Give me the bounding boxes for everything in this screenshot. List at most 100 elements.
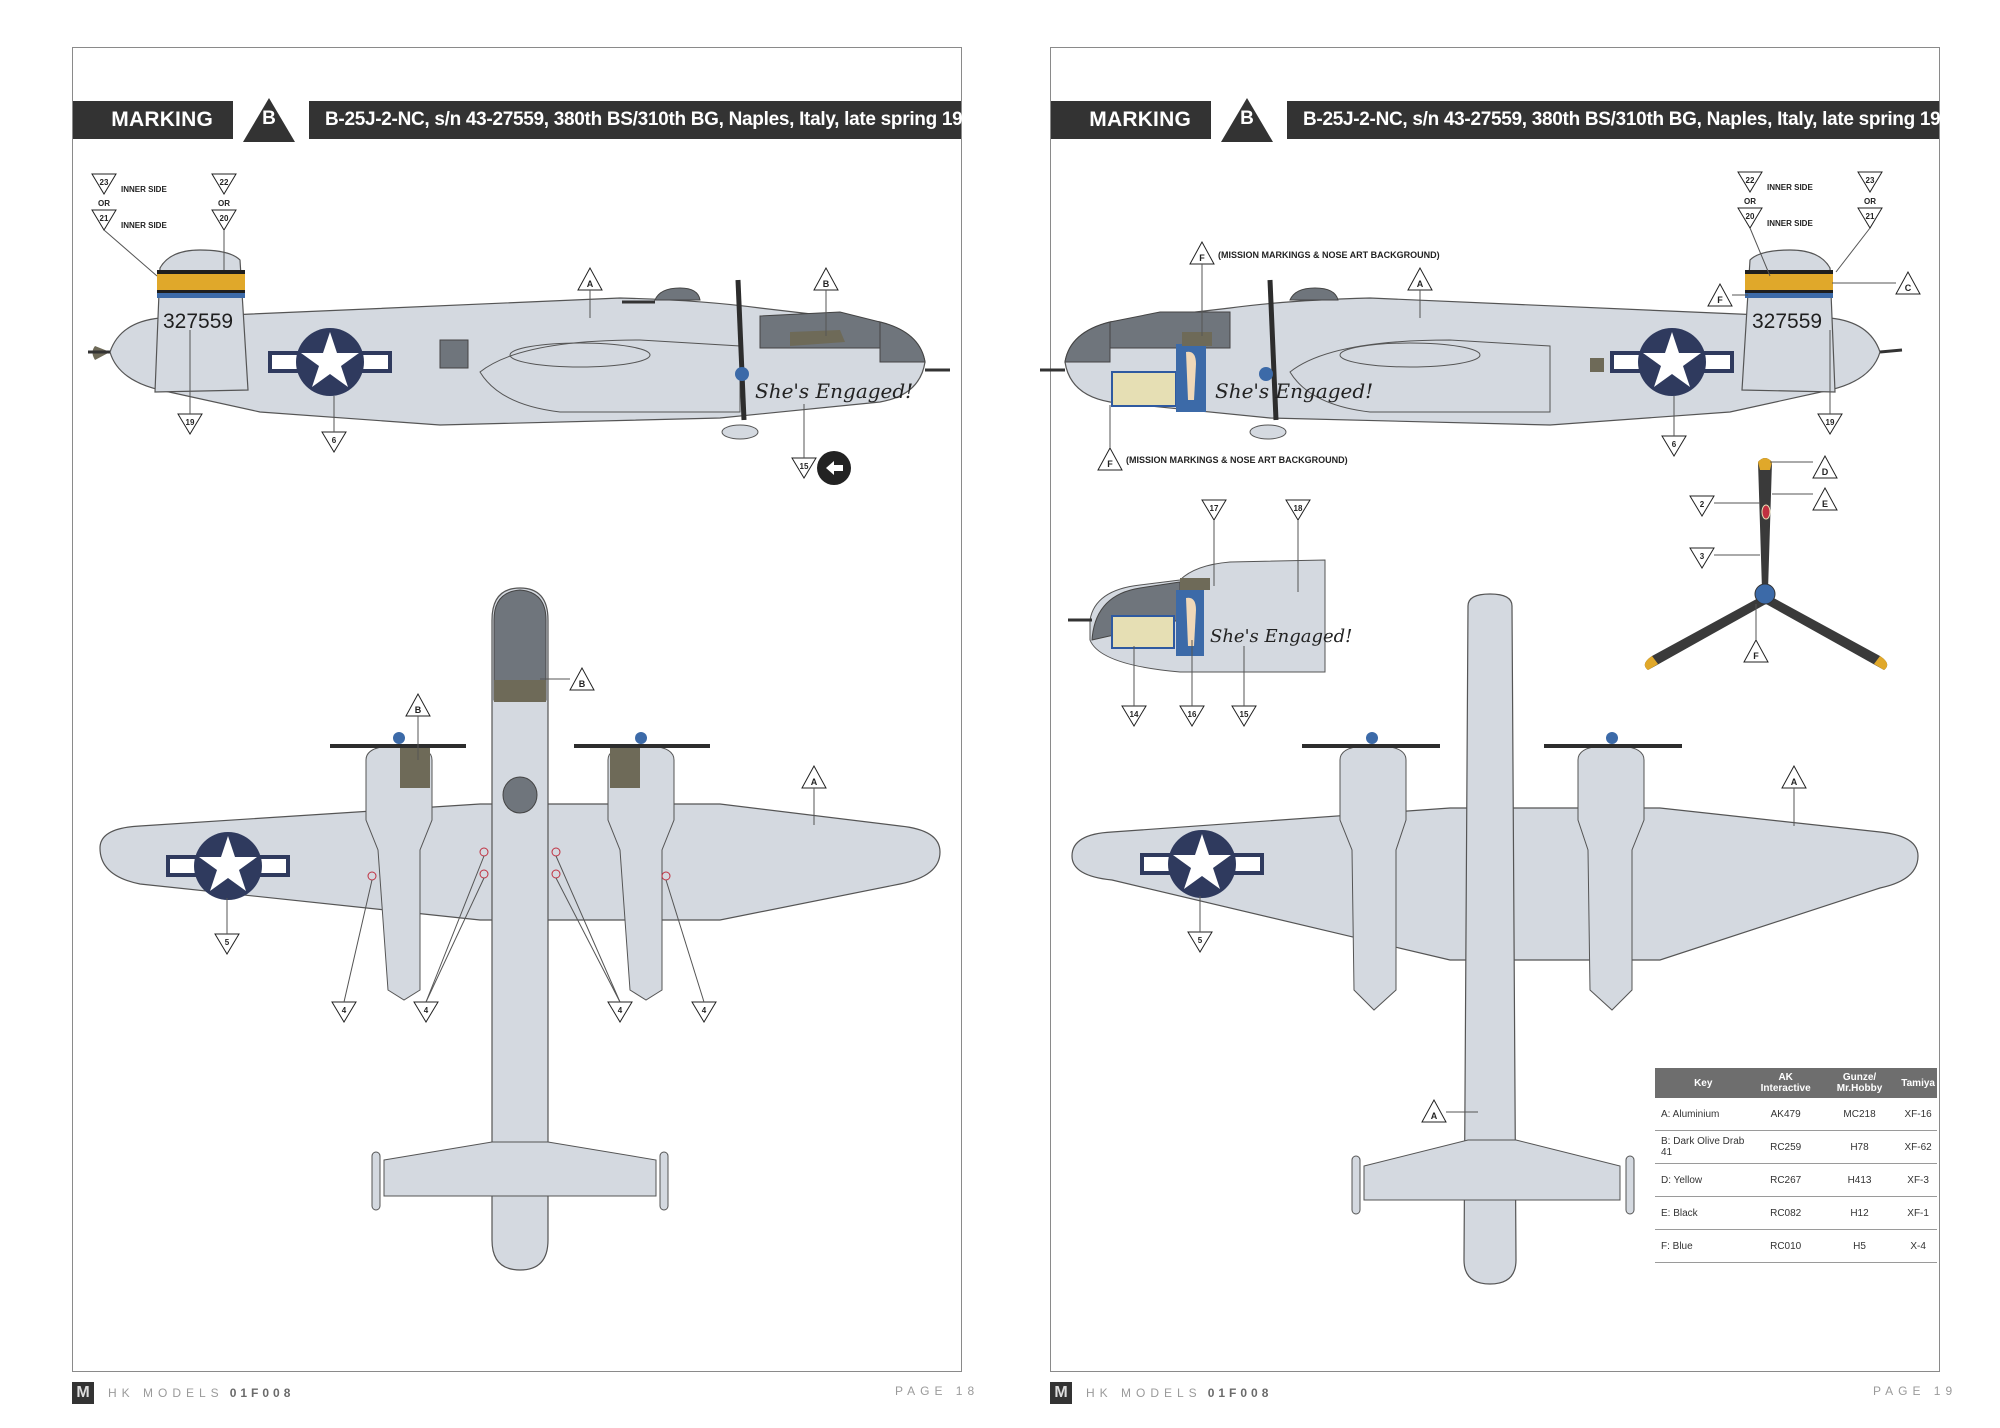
table-cell: AK479 bbox=[1751, 1098, 1820, 1131]
svg-text:OR: OR bbox=[1744, 197, 1756, 206]
svg-text:22: 22 bbox=[220, 178, 229, 187]
svg-text:D: D bbox=[1822, 467, 1829, 477]
svg-text:F: F bbox=[1717, 295, 1723, 305]
svg-text:B: B bbox=[415, 705, 422, 715]
footer-right: M HK MODELS 01F008 bbox=[1050, 1380, 1272, 1406]
svg-text:4: 4 bbox=[618, 1006, 623, 1015]
table-cell: F: Blue bbox=[1655, 1229, 1752, 1263]
svg-text:3: 3 bbox=[1700, 552, 1705, 561]
svg-text:16: 16 bbox=[1188, 710, 1197, 719]
svg-text:F: F bbox=[1199, 253, 1205, 263]
column-header: Gunze/ Mr.Hobby bbox=[1819, 1068, 1900, 1098]
left-top-callouts: B B A 5 4 4 4 4 bbox=[214, 666, 827, 1023]
svg-text:4: 4 bbox=[424, 1006, 429, 1015]
marking-letter: B bbox=[262, 108, 276, 129]
svg-text:14: 14 bbox=[1130, 710, 1139, 719]
mission-markings-note-bottom: (MISSION MARKINGS & NOSE ART BACKGROUND) bbox=[1126, 455, 1348, 465]
svg-text:20: 20 bbox=[220, 214, 229, 223]
svg-text:INNER SIDE: INNER SIDE bbox=[1767, 183, 1813, 192]
svg-text:4: 4 bbox=[342, 1006, 347, 1015]
svg-text:15: 15 bbox=[1240, 710, 1249, 719]
mission-markings-note-top: (MISSION MARKINGS & NOSE ART BACKGROUND) bbox=[1218, 250, 1440, 260]
nose-art-script-detail: She's Engaged! bbox=[1210, 626, 1352, 647]
table-cell: XF-62 bbox=[1899, 1130, 1937, 1164]
table-cell: RC259 bbox=[1751, 1130, 1820, 1164]
svg-text:4: 4 bbox=[702, 1006, 707, 1015]
svg-text:A: A bbox=[1791, 777, 1798, 787]
svg-text:2: 2 bbox=[1700, 500, 1705, 509]
hk-models-logo-icon: M bbox=[72, 1382, 94, 1404]
svg-text:A: A bbox=[1417, 279, 1424, 289]
svg-text:23: 23 bbox=[100, 178, 109, 187]
svg-text:17: 17 bbox=[1210, 504, 1219, 513]
left-top-view bbox=[99, 587, 941, 1271]
page-number-right: PAGE 19 bbox=[1873, 1384, 1958, 1398]
svg-text:F: F bbox=[1753, 651, 1759, 661]
svg-text:19: 19 bbox=[1826, 418, 1835, 427]
svg-text:18: 18 bbox=[1294, 504, 1303, 513]
svg-text:21: 21 bbox=[1866, 212, 1875, 221]
table-cell: H5 bbox=[1819, 1229, 1900, 1263]
brand-name: HK MODELS bbox=[108, 1386, 224, 1400]
svg-text:A: A bbox=[811, 777, 818, 787]
page-number-left: PAGE 18 bbox=[895, 1384, 980, 1398]
svg-text:6: 6 bbox=[1672, 440, 1677, 449]
left-side-callouts: 23 INNER SIDE OR 21 INNER SIDE 22 OR 20 … bbox=[91, 173, 851, 485]
column-header: AK Interactive bbox=[1751, 1068, 1820, 1098]
footer-left: M HK MODELS 01F008 bbox=[72, 1380, 294, 1406]
table-cell: RC010 bbox=[1751, 1229, 1820, 1263]
propeller-detail bbox=[1644, 458, 1888, 670]
table-cell: D: Yellow bbox=[1655, 1163, 1752, 1197]
brand-name: HK MODELS bbox=[1086, 1386, 1202, 1400]
svg-text:20: 20 bbox=[1746, 212, 1755, 221]
table-row: D: Yellow RC267 H413 XF-3 bbox=[1655, 1163, 1937, 1197]
marking-title: B-25J-2-NC, s/n 43-27559, 380th BS/310th… bbox=[1287, 101, 1961, 139]
propeller-callouts: D E 2 3 F bbox=[1689, 454, 1838, 663]
svg-text:INNER SIDE: INNER SIDE bbox=[1767, 219, 1813, 228]
svg-text:21: 21 bbox=[100, 214, 109, 223]
svg-text:OR: OR bbox=[218, 199, 230, 208]
nose-detail-view: She's Engaged! bbox=[1068, 559, 1352, 673]
table-row: A: Aluminium AK479 MC218 XF-16 bbox=[1655, 1098, 1937, 1131]
table-cell: H12 bbox=[1819, 1196, 1900, 1230]
svg-text:A: A bbox=[587, 279, 594, 289]
svg-text:INNER SIDE: INNER SIDE bbox=[121, 221, 167, 230]
marking-label: MARKING bbox=[1051, 101, 1211, 139]
column-header: Tamiya bbox=[1899, 1068, 1937, 1098]
nose-detail-callouts: 17 18 14 16 15 bbox=[1121, 499, 1311, 727]
svg-text:19: 19 bbox=[186, 418, 195, 427]
table-cell: E: Black bbox=[1655, 1196, 1752, 1230]
table-row: E: Black RC082 H12 XF-1 bbox=[1655, 1196, 1937, 1230]
tail-number: 327559 bbox=[1752, 310, 1822, 333]
tail-number: 327559 bbox=[163, 310, 233, 333]
left-side-view: 327559 She's Engaged! bbox=[88, 249, 950, 440]
svg-text:5: 5 bbox=[225, 938, 230, 947]
table-cell: MC218 bbox=[1819, 1098, 1900, 1131]
table-cell: H413 bbox=[1819, 1163, 1900, 1197]
nose-art-script: She's Engaged! bbox=[1215, 379, 1373, 403]
marking-label: MARKING bbox=[73, 101, 233, 139]
table-cell: XF-16 bbox=[1899, 1098, 1937, 1131]
product-code: 01F008 bbox=[1207, 1386, 1273, 1400]
table-row: B: Dark Olive Drab 41 RC259 H78 XF-62 bbox=[1655, 1130, 1937, 1164]
right-side-view: 327559 She's Engaged! bbox=[1040, 249, 1903, 440]
right-side-callouts: F F A 22 INNER SIDE OR 20 INNER SIDE 23 … bbox=[1097, 171, 1921, 471]
marking-letter: B bbox=[1240, 108, 1254, 129]
svg-text:B: B bbox=[579, 679, 586, 689]
svg-text:B: B bbox=[823, 279, 830, 289]
table-cell: X-4 bbox=[1899, 1229, 1937, 1263]
table-cell: RC082 bbox=[1751, 1196, 1820, 1230]
svg-text:A: A bbox=[1431, 1111, 1438, 1121]
table-row: F: Blue RC010 H5 X-4 bbox=[1655, 1229, 1937, 1263]
marking-letter-triangle-icon bbox=[1221, 98, 1273, 142]
svg-text:C: C bbox=[1905, 283, 1912, 293]
svg-text:6: 6 bbox=[332, 436, 337, 445]
table-cell: XF-3 bbox=[1899, 1163, 1937, 1197]
hk-models-logo-icon: M bbox=[1050, 1382, 1072, 1404]
column-header: Key bbox=[1655, 1068, 1752, 1098]
table-cell: RC267 bbox=[1751, 1163, 1820, 1197]
table-cell: H78 bbox=[1819, 1130, 1900, 1164]
table-header-row: Key AK Interactive Gunze/ Mr.Hobby Tamiy… bbox=[1655, 1068, 1937, 1098]
svg-text:OR: OR bbox=[1864, 197, 1876, 206]
